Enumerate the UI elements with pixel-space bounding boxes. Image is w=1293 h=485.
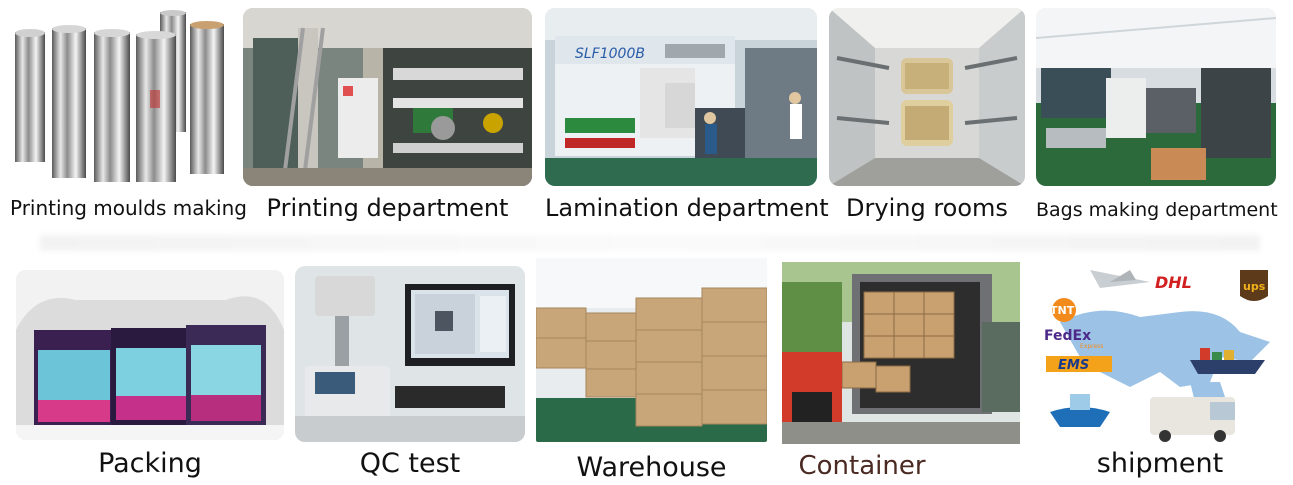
caption-packing: Packing xyxy=(98,448,202,479)
machine-label: SLF1000B xyxy=(575,46,645,62)
bags-making-department-photo xyxy=(1036,8,1276,186)
qc-test-photo xyxy=(295,266,525,442)
lamination-department-photo: SLF1000B xyxy=(545,8,817,186)
printing-moulds-photo xyxy=(10,10,235,188)
caption-warehouse: Warehouse xyxy=(576,452,727,483)
fedex-logo: FedEx xyxy=(1044,328,1091,344)
caption-lamination-department: Lamination department xyxy=(545,194,829,222)
shipment-illustration: DHL ups TNT FedEx Express EMS xyxy=(1040,262,1280,447)
dhl-logo: DHL xyxy=(1155,273,1192,292)
ups-logo: ups xyxy=(1243,280,1266,293)
fedex-express-label: Express xyxy=(1080,343,1103,350)
caption-container: Container xyxy=(798,451,926,481)
warehouse-photo xyxy=(536,258,767,442)
container-photo xyxy=(782,262,1020,444)
caption-printing-department: Printing department xyxy=(266,194,509,222)
caption-drying-rooms: Drying rooms xyxy=(846,194,1008,222)
caption-qc-test: QC test xyxy=(359,448,461,479)
faded-reflection xyxy=(40,235,1260,251)
caption-shipment: shipment xyxy=(1096,448,1224,479)
ems-logo: EMS xyxy=(1058,358,1089,373)
printing-department-photo xyxy=(243,8,532,186)
tnt-logo: TNT xyxy=(1050,304,1075,317)
packing-photo xyxy=(16,270,284,440)
caption-bags-making-department: Bags making department xyxy=(1036,199,1278,221)
caption-printing-moulds-making: Printing moulds making xyxy=(10,196,247,220)
drying-rooms-photo xyxy=(829,8,1025,186)
